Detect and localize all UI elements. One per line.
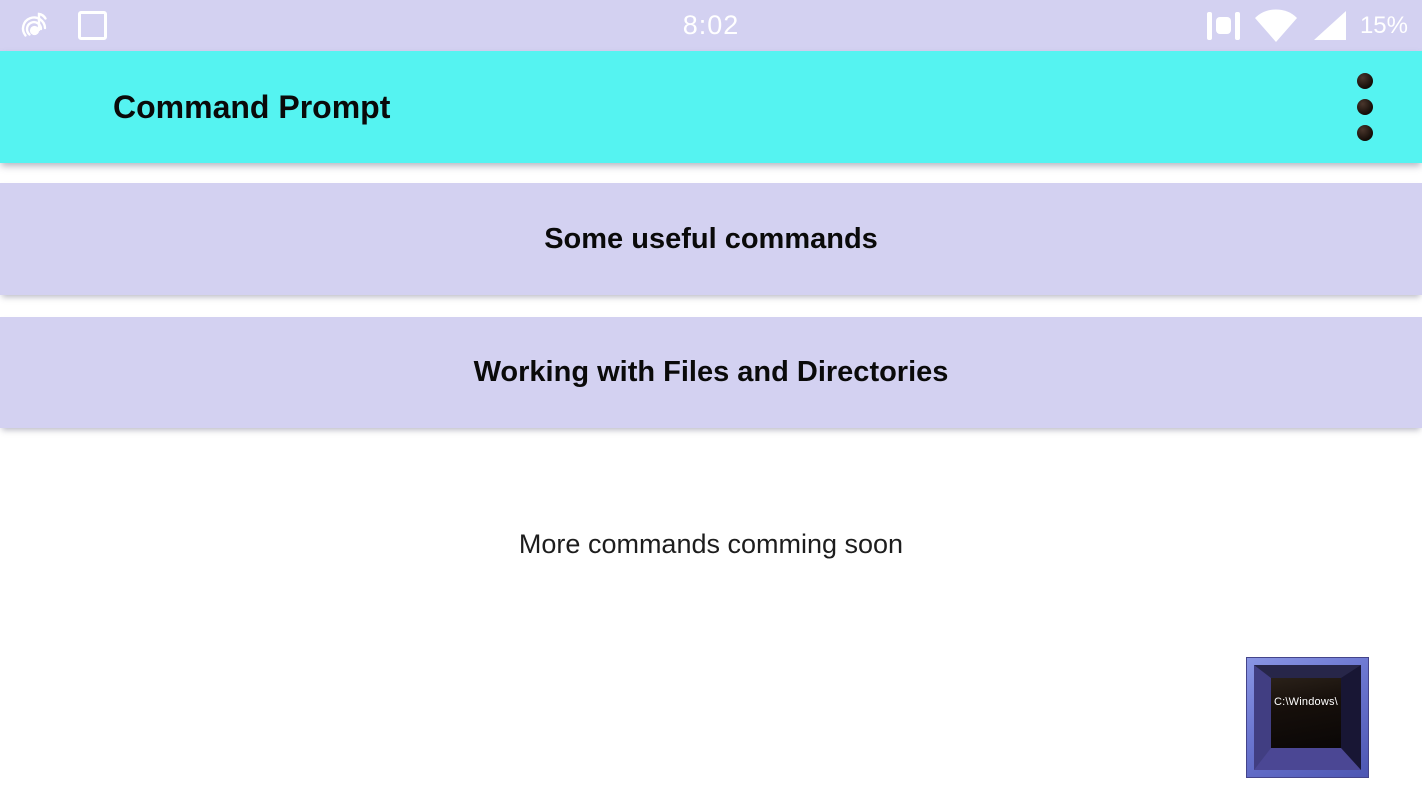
status-bar-right: 15%: [1206, 0, 1408, 51]
wifi-icon: [1252, 8, 1300, 44]
cell-signal-icon: [1312, 10, 1348, 42]
app-bar: Command Prompt: [0, 51, 1422, 163]
vibrate-icon: [1206, 9, 1240, 43]
status-bar-left: [20, 0, 107, 51]
coming-soon-note: More commands comming soon: [518, 529, 904, 559]
menu-item-files-directories[interactable]: Working with Files and Directories: [0, 317, 1422, 428]
overflow-dot-icon: [1357, 99, 1373, 115]
overflow-dot-icon: [1357, 73, 1373, 89]
square-notification-icon: [78, 11, 107, 40]
battery-percent: 15%: [1359, 11, 1408, 39]
clock: 8:02: [682, 10, 740, 40]
command-prompt-widget[interactable]: C:\Windows\: [1246, 657, 1369, 778]
widget-screen-text: C:\Windows\: [1274, 696, 1338, 708]
widget-bevel-frame: [1254, 665, 1361, 770]
menu-item-useful-commands[interactable]: Some useful commands: [0, 183, 1422, 295]
status-bar: 8:02 15%: [0, 0, 1422, 51]
menu-item-label: Some useful commands: [544, 222, 878, 255]
overflow-menu-button[interactable]: [1349, 51, 1381, 163]
page-title: Command Prompt: [113, 88, 391, 125]
menu-item-label: Working with Files and Directories: [473, 356, 949, 388]
overflow-dot-icon: [1357, 125, 1373, 141]
music-note-notification-icon: [20, 7, 56, 45]
